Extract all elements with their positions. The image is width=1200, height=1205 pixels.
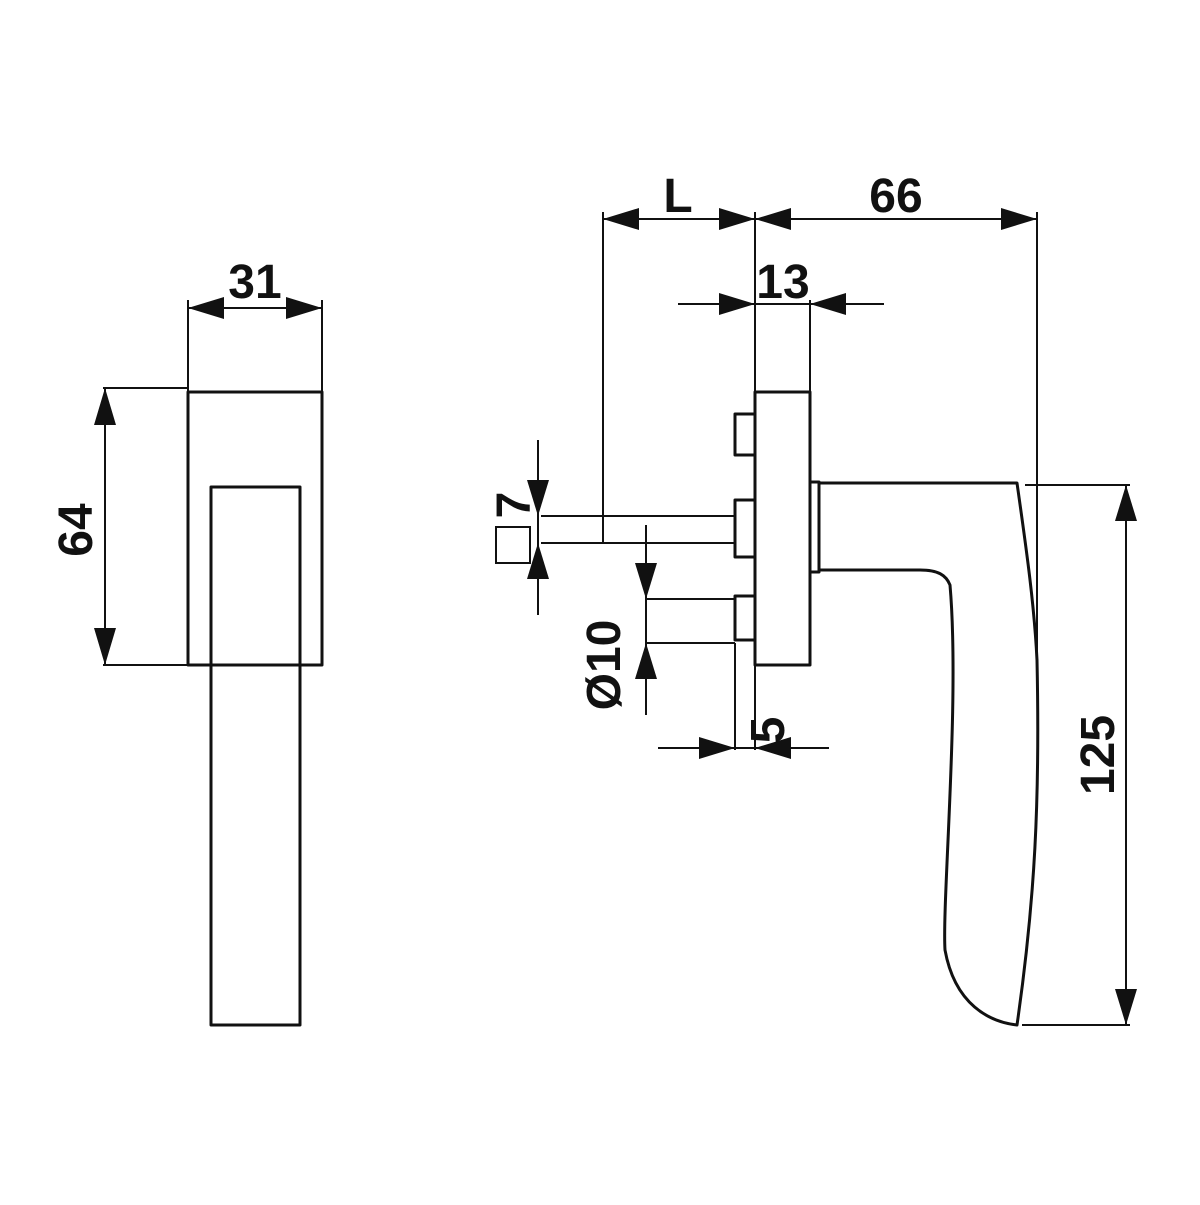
dimension-label-13: 13 bbox=[756, 256, 809, 309]
dimension-label-31: 31 bbox=[228, 256, 281, 309]
dimension-spindle-square: 7 bbox=[488, 440, 549, 615]
side-lever bbox=[819, 481, 1040, 1027]
dimension-label-L: L bbox=[663, 170, 692, 223]
front-rose bbox=[186, 390, 324, 667]
dimension-width-front: 31 bbox=[187, 256, 323, 392]
dimension-label-7: 7 bbox=[488, 492, 541, 519]
dimension-label-64: 64 bbox=[50, 503, 103, 557]
spindle bbox=[541, 515, 735, 544]
boss-middle bbox=[733, 498, 755, 559]
dimension-projection: 66 bbox=[755, 170, 1038, 660]
boss-top bbox=[733, 412, 755, 457]
dimension-spindle-length: L bbox=[602, 170, 756, 516]
side-rose bbox=[753, 390, 812, 667]
handle-collar bbox=[810, 480, 821, 574]
boss-bottom bbox=[733, 594, 755, 642]
dimension-label-d10: Ø10 bbox=[578, 620, 631, 711]
dimension-label-66: 66 bbox=[869, 170, 922, 223]
side-view bbox=[495, 390, 1040, 1027]
dimension-handle-height: 125 bbox=[1022, 484, 1137, 1026]
dimension-rose-depth: 13 bbox=[678, 256, 884, 392]
spindle-square-end bbox=[495, 526, 531, 564]
dimension-screw-diameter: Ø10 bbox=[578, 525, 657, 715]
dimension-label-125: 125 bbox=[1072, 715, 1125, 795]
front-lever bbox=[209, 485, 302, 1027]
dimension-label-5: 5 bbox=[742, 717, 795, 744]
dimension-height-rose: 64 bbox=[50, 387, 188, 666]
front-view bbox=[186, 390, 324, 1027]
dimension-screw-offset: 5 bbox=[658, 643, 829, 759]
screw bbox=[646, 598, 735, 644]
